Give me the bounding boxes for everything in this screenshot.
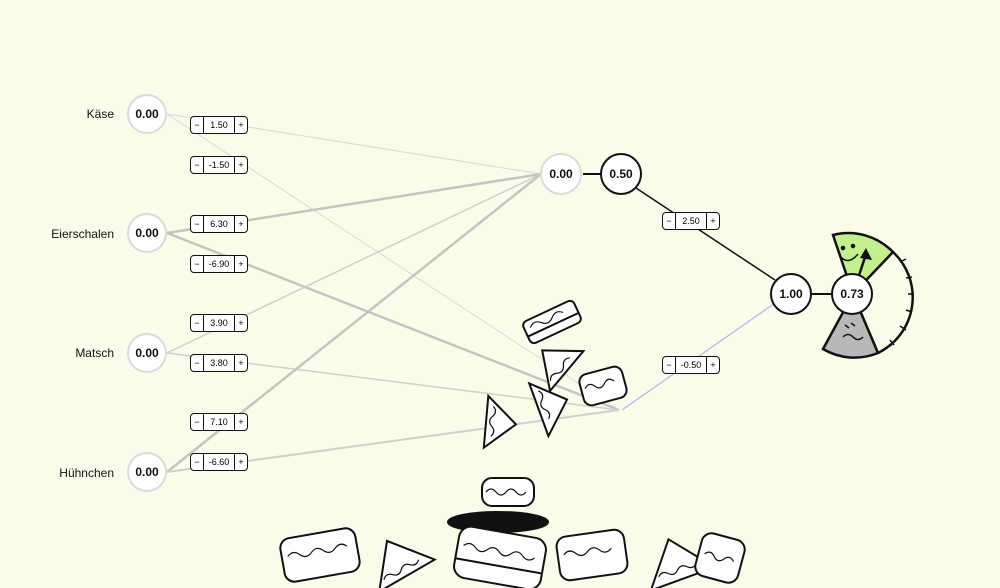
weight-value: 7.10 [203,414,235,430]
weight-stepper: − 1.50 + [190,116,248,134]
input-node-kaese[interactable]: 0.00 [127,94,167,134]
weight-stepper: − -6.90 + [190,255,248,273]
weight-increase-button[interactable]: + [238,318,244,328]
weight-stepper: − -1.50 + [190,156,248,174]
weight-decrease-button[interactable]: − [194,219,200,229]
weight-decrease-button[interactable]: − [194,259,200,269]
hidden-node-sum: 0.00 [540,153,582,195]
weight-stepper: − 3.90 + [190,314,248,332]
weight-increase-button[interactable]: + [238,160,244,170]
weight-stepper: − -0.50 + [662,356,720,374]
weight-value: -1.50 [203,157,235,173]
weight-stepper: − 3.80 + [190,354,248,372]
input-label-huehnchen: Hühnchen [59,466,114,480]
weight-stepper: − 2.50 + [662,212,720,230]
input-node-huehnchen[interactable]: 0.00 [127,452,167,492]
input-label-matsch: Matsch [75,346,114,360]
weight-value: 1.50 [203,117,235,133]
sandwich-icon [279,299,746,588]
weight-increase-button[interactable]: + [238,219,244,229]
weight-stepper: − -6.60 + [190,453,248,471]
weight-decrease-button[interactable]: − [194,457,200,467]
weight-value: -6.60 [203,454,235,470]
weight-increase-button[interactable]: + [238,259,244,269]
weight-value: 6.30 [203,216,235,232]
sick-face-icon [842,322,864,341]
hidden-node-activation: 0.50 [600,153,642,195]
weight-stepper: − 6.30 + [190,215,248,233]
weight-value: 3.80 [203,355,235,371]
output-node-value: 0.73 [831,273,873,315]
weight-increase-button[interactable]: + [238,417,244,427]
weight-decrease-button[interactable]: − [666,216,672,226]
weight-increase-button[interactable]: + [238,358,244,368]
weight-increase-button[interactable]: + [710,216,716,226]
weight-decrease-button[interactable]: − [194,358,200,368]
weight-value: 2.50 [675,213,707,229]
weight-decrease-button[interactable]: − [666,360,672,370]
weight-increase-button[interactable]: + [710,360,716,370]
input-node-matsch[interactable]: 0.00 [127,333,167,373]
weight-value: -6.90 [203,256,235,272]
weight-increase-button[interactable]: + [238,120,244,130]
weight-decrease-button[interactable]: − [194,417,200,427]
weight-value: -0.50 [675,357,707,373]
weight-decrease-button[interactable]: − [194,120,200,130]
weight-decrease-button[interactable]: − [194,318,200,328]
weight-stepper: − 7.10 + [190,413,248,431]
input-node-eierschalen[interactable]: 0.00 [127,213,167,253]
weight-increase-button[interactable]: + [238,457,244,467]
weight-value: 3.90 [203,315,235,331]
output-node-sum: 1.00 [770,273,812,315]
input-label-eierschalen: Eierschalen [51,227,114,241]
smile-face-icon [839,243,859,262]
input-label-kaese: Käse [86,107,114,121]
weight-decrease-button[interactable]: − [194,160,200,170]
